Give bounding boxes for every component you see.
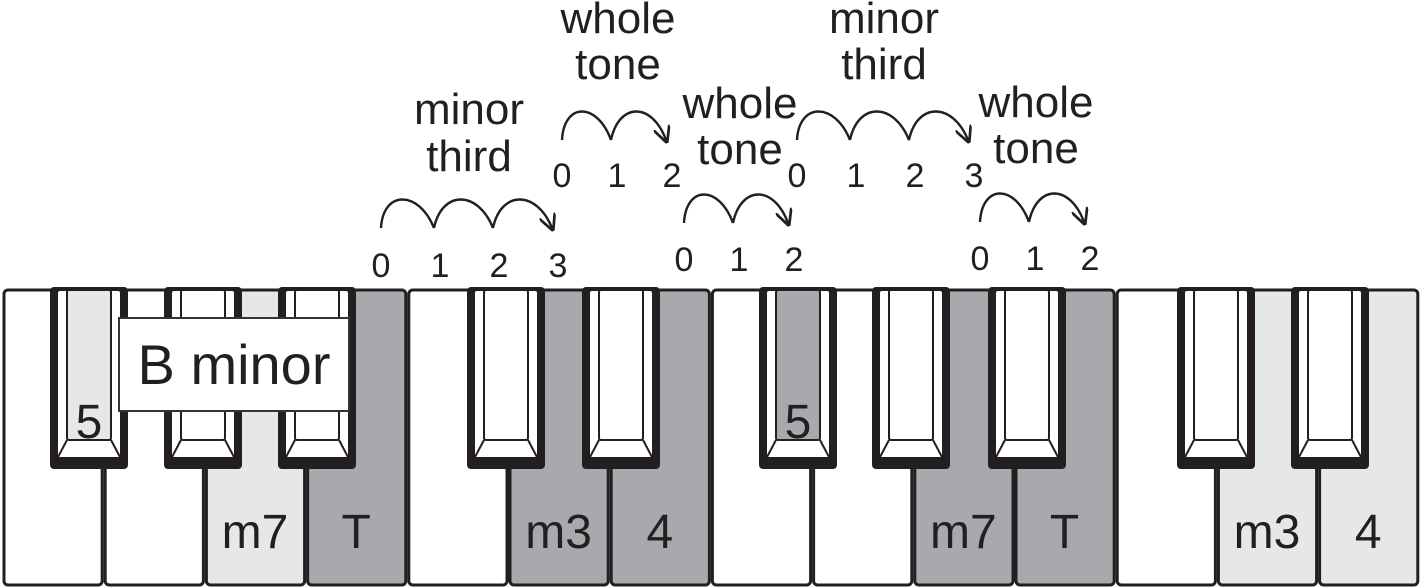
black-key bbox=[467, 287, 545, 469]
black-key bbox=[1177, 287, 1255, 469]
interval-arc bbox=[978, 192, 1084, 223]
white-key-label: T bbox=[1050, 506, 1079, 559]
black-key bbox=[872, 287, 950, 469]
interval-label: tone bbox=[575, 40, 661, 89]
white-key-label: m3 bbox=[1234, 506, 1301, 559]
step-number: 2 bbox=[663, 157, 682, 195]
scale-title: B minor bbox=[118, 317, 350, 412]
black-key: 5 bbox=[759, 287, 837, 469]
interval-label: whole bbox=[560, 0, 676, 43]
white-key-label: m7 bbox=[222, 506, 289, 559]
step-number: 2 bbox=[785, 241, 804, 279]
step-number: 3 bbox=[965, 157, 984, 195]
interval-label: third bbox=[426, 132, 512, 181]
white-key-label: m3 bbox=[525, 506, 592, 559]
white-key-label: T bbox=[342, 506, 371, 559]
interval-label: tone bbox=[993, 124, 1079, 173]
black-key-label: 5 bbox=[785, 396, 812, 449]
step-number: 0 bbox=[971, 240, 990, 278]
interval-label: whole bbox=[682, 79, 798, 128]
interval-label: tone bbox=[697, 125, 783, 174]
white-key-label: m7 bbox=[930, 506, 997, 559]
interval-arc bbox=[379, 198, 552, 229]
step-number: 2 bbox=[490, 247, 509, 285]
black-key: 5 bbox=[50, 287, 128, 469]
step-number: 2 bbox=[906, 157, 925, 195]
interval-label: third bbox=[841, 40, 927, 89]
step-number: 1 bbox=[431, 247, 450, 285]
black-key bbox=[988, 287, 1066, 469]
step-number: 1 bbox=[1026, 240, 1045, 278]
step-number: 0 bbox=[553, 157, 572, 195]
interval-label: minor bbox=[829, 0, 939, 43]
interval-label: minor bbox=[414, 85, 524, 134]
step-number: 1 bbox=[730, 241, 749, 279]
interval-arc bbox=[795, 110, 968, 141]
step-number: 1 bbox=[608, 157, 627, 195]
step-number: 0 bbox=[675, 241, 694, 279]
interval-arc bbox=[682, 193, 788, 224]
step-number: 0 bbox=[372, 247, 391, 285]
black-key bbox=[582, 287, 660, 469]
step-number: 2 bbox=[1081, 240, 1100, 278]
step-number: 0 bbox=[788, 157, 807, 195]
interval-arc bbox=[560, 110, 666, 141]
step-number: 3 bbox=[549, 247, 568, 285]
white-key-label: 4 bbox=[1355, 506, 1382, 559]
white-key-label: 4 bbox=[646, 506, 673, 559]
step-number: 1 bbox=[847, 157, 866, 195]
black-key bbox=[1291, 287, 1369, 469]
black-key-label: 5 bbox=[76, 396, 103, 449]
interval-label: whole bbox=[978, 78, 1094, 127]
